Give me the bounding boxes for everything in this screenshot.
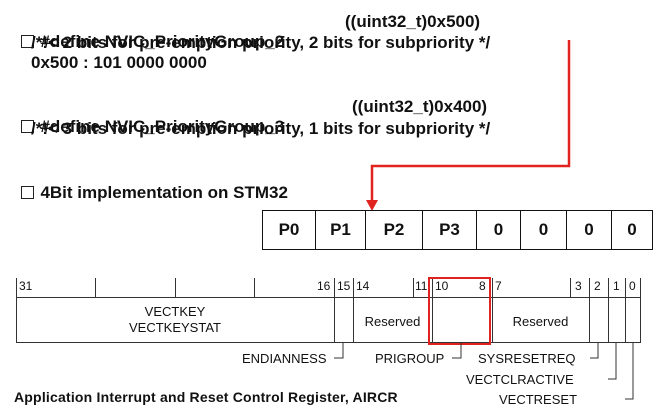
tick [254, 278, 255, 297]
priority-cell: 0 [611, 211, 652, 249]
reserved-field-label: Reserved [512, 314, 569, 329]
tick [570, 278, 571, 297]
priority-cell: P0 [278, 220, 300, 239]
bit-label: 31 [19, 279, 33, 293]
endianness-label: ENDIANNESS [242, 351, 327, 366]
priority-cell: 0 [566, 211, 611, 249]
vectclractive-label: VECTCLRACTIVE [466, 372, 574, 387]
bit-label: 11 [415, 279, 428, 293]
register-caption: Application Interrupt and Reset Control … [14, 389, 398, 405]
tick [175, 278, 176, 297]
tick [413, 278, 414, 297]
vectkey-field-label: VECTKEY [144, 304, 206, 319]
priority-cell: 0 [476, 211, 520, 249]
tick [589, 278, 590, 297]
note-line: 4Bit implementation on STM32 [12, 163, 288, 203]
define-group2-macro: #define NVIC_PriorityGroup_2 [40, 32, 285, 51]
define-group3-line: #define NVIC_PriorityGroup_3 [12, 97, 284, 137]
priority-cell: P3 [422, 211, 476, 249]
checkbox-icon [21, 35, 35, 48]
aircr-register [16, 297, 641, 343]
bit-label: 0 [629, 279, 636, 293]
field-divider [608, 297, 609, 343]
checkbox-icon [21, 120, 35, 133]
bit-label: 7 [495, 279, 502, 293]
priority-cell: P2 [365, 211, 422, 249]
tick [95, 278, 96, 297]
field-divider [334, 297, 335, 343]
priority-bits-row: P0 P1 P2 P3 0 0 0 0 [262, 210, 653, 250]
prigroup-label: PRIGROUP [375, 351, 445, 366]
define-group3-value: ((uint32_t)0x400) [352, 97, 488, 116]
tick [625, 278, 626, 297]
tick [353, 278, 354, 297]
vectkeystat-field-label: VECTKEYSTAT [129, 320, 221, 335]
tick [334, 278, 335, 297]
field-divider [492, 297, 493, 343]
reserved-field-label: Reserved [364, 314, 421, 329]
field-divider [625, 297, 626, 343]
tick [16, 278, 17, 297]
priority-cell: 0 [520, 211, 566, 249]
note-text: 4Bit implementation on STM32 [40, 183, 288, 202]
field-divider [353, 297, 354, 343]
bit-label: 1 [613, 279, 620, 293]
priority-cell: P1 [315, 211, 365, 249]
define-group2-comment: /*!< 2 bits for pre-emption priority, 2 … [31, 33, 491, 52]
bit-label: 2 [594, 279, 601, 293]
define-group3-macro: #define NVIC_PriorityGroup_3 [40, 117, 285, 136]
tick [432, 278, 433, 297]
tick [608, 278, 609, 297]
bit-label: 10 [435, 279, 449, 293]
bit-label: 15 [337, 279, 351, 293]
field-divider [432, 297, 433, 343]
bit-label: 3 [575, 279, 582, 293]
field-divider [589, 297, 590, 343]
checkbox-icon [21, 186, 35, 199]
tick [640, 278, 641, 297]
vectreset-label: VECTRESET [499, 392, 578, 407]
sysresetreq-label: SYSRESETREQ [478, 351, 576, 366]
group2-binary-note: 0x500 : 101 0000 0000 [31, 53, 207, 72]
define-group2-value: ((uint32_t)0x500) [345, 12, 481, 31]
define-group2-line: #define NVIC_PriorityGroup_2 [12, 12, 284, 52]
define-group3-comment: /*!< 3 bits for pre-emption priority, 1 … [31, 119, 491, 138]
bit-label: 16 [317, 279, 331, 293]
bit-label: 8 [479, 279, 486, 293]
tick [492, 278, 493, 297]
prigroup-highlight [428, 277, 491, 345]
bit-label: 14 [356, 279, 370, 293]
